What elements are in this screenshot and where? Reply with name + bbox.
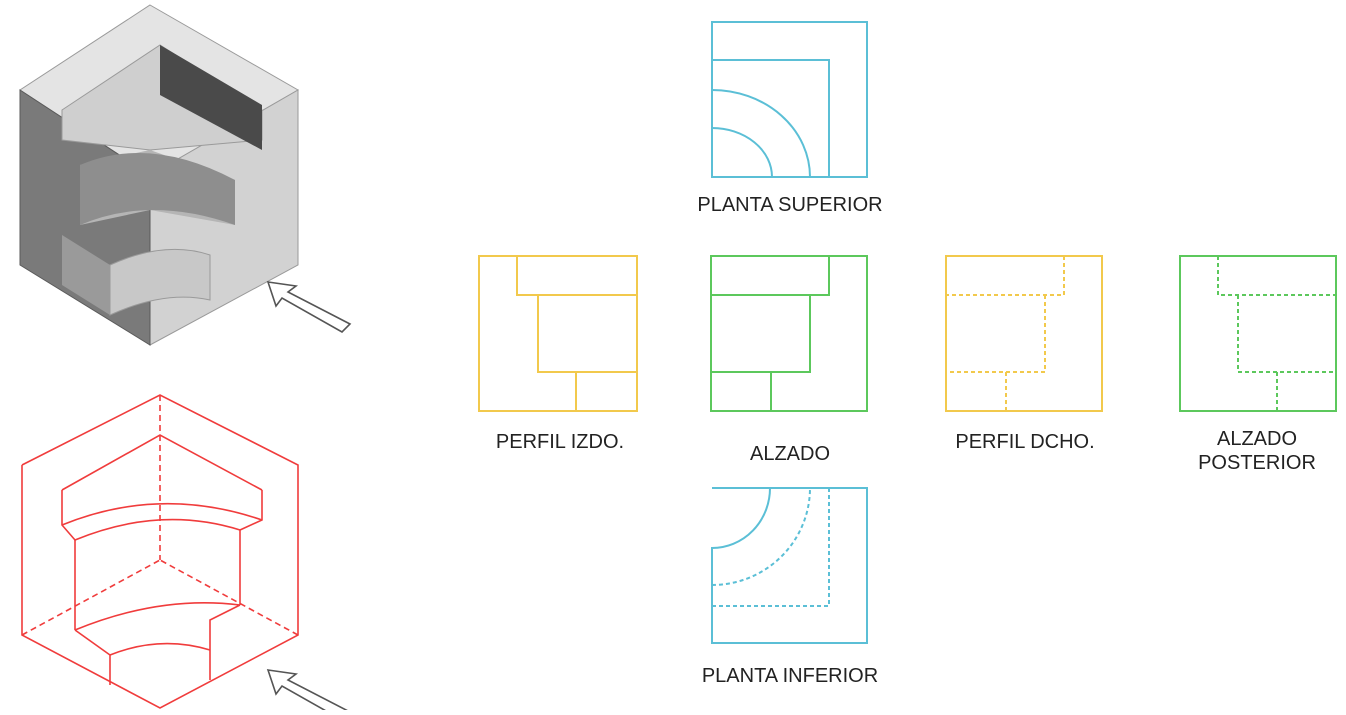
wire-lower-edge <box>74 629 111 685</box>
view-frame <box>710 255 868 412</box>
label-left-profile: PERFIL IZDO. <box>495 431 625 453</box>
view-hidden-arc <box>711 487 811 586</box>
view-frame <box>711 487 868 644</box>
wire-curve-upper <box>74 518 241 541</box>
solid-cavity-inner <box>80 153 235 225</box>
view-hidden-line <box>946 295 1046 373</box>
view-hidden-line <box>712 488 830 607</box>
isometric-wireframe <box>21 394 299 709</box>
view-arc <box>711 127 773 178</box>
wire-step-edge <box>239 490 263 531</box>
view-line <box>516 256 637 296</box>
solid-lower-curve <box>109 248 211 316</box>
view-bottom-plan <box>711 487 868 644</box>
wire-step-edge <box>61 490 76 541</box>
view-right-profile <box>945 255 1103 412</box>
arrow-outline <box>266 281 352 333</box>
label-front-elevation: ALZADO <box>749 443 831 465</box>
wire-hidden-edge <box>159 559 299 636</box>
label-right-profile: PERFIL DCHO. <box>955 431 1095 453</box>
solid-back-wall <box>160 45 262 150</box>
view-frame <box>711 21 868 178</box>
view-frame <box>945 255 1103 412</box>
wire-curve-upper <box>61 502 263 526</box>
label-back-elevation: ALZADO POSTERIOR <box>1198 428 1316 474</box>
view-hidden-line <box>946 256 1065 296</box>
view-back-elevation <box>1179 255 1337 412</box>
view-line <box>537 295 637 373</box>
isometric-shaded-solid <box>19 4 300 346</box>
wire-curve-mid <box>74 601 241 631</box>
solid-lower-step <box>62 235 110 315</box>
view-left-profile <box>478 255 638 412</box>
view-hidden-line <box>1237 295 1336 373</box>
label-top-plan: PLANTA SUPERIOR <box>697 194 883 216</box>
wire-outline <box>21 394 299 709</box>
label-bottom-plan: PLANTA INFERIOR <box>701 665 879 687</box>
wire-hidden-edge <box>21 559 161 636</box>
view-line <box>711 295 811 373</box>
wire-lower-edge <box>209 604 241 680</box>
view-direction-arrow <box>266 669 352 715</box>
view-direction-arrow <box>266 281 352 333</box>
view-frame <box>478 255 638 412</box>
wire-step-edge <box>61 434 263 491</box>
wire-curve-lower <box>109 642 211 656</box>
view-line <box>712 59 830 177</box>
view-hidden-line <box>1217 256 1336 296</box>
view-frame <box>1179 255 1337 412</box>
view-line <box>711 256 830 296</box>
view-front-elevation <box>710 255 868 412</box>
view-arc <box>711 89 811 178</box>
view-top-plan <box>711 21 868 178</box>
arrow-outline <box>266 669 352 715</box>
view-line <box>712 90 790 177</box>
